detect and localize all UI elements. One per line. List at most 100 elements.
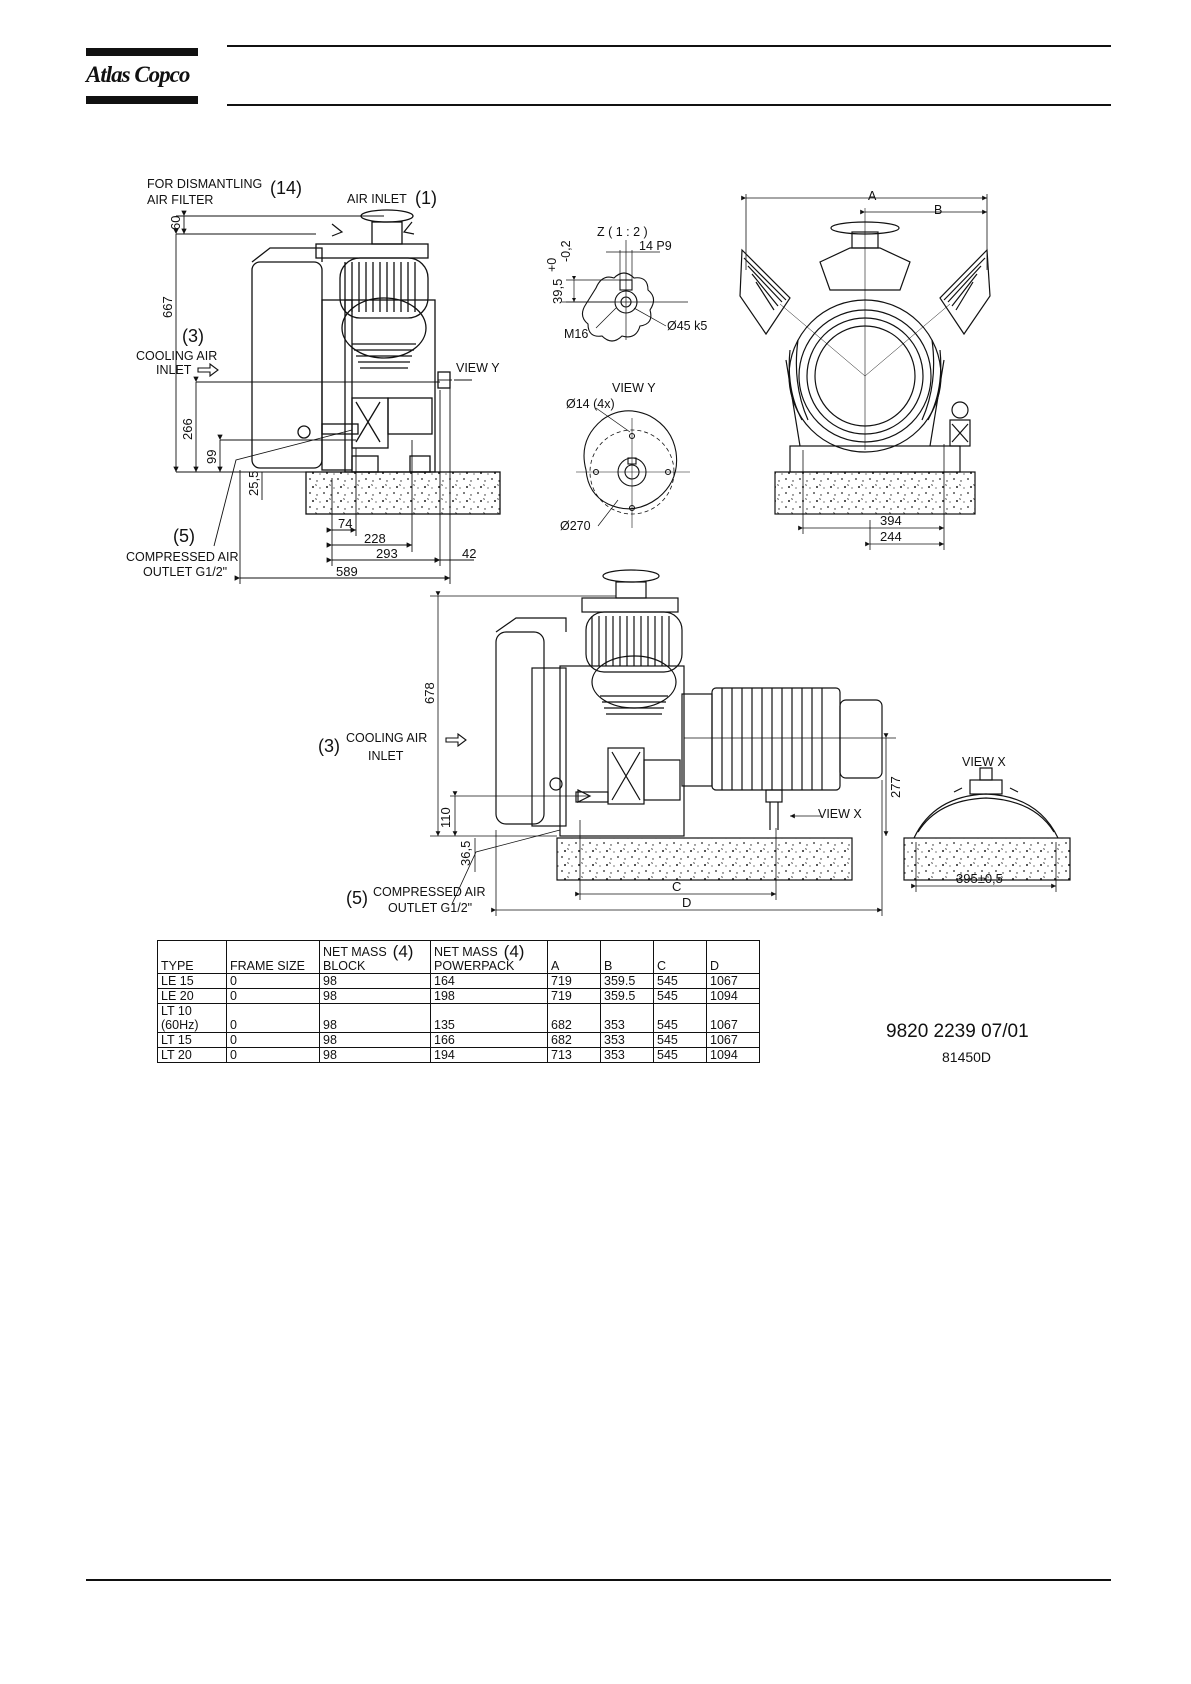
table-header-row: TYPE FRAME SIZE NET MASS(4) BLOCK NET MA…	[157, 940, 760, 974]
cell-d: 1094	[706, 988, 760, 1004]
cell-b: 359.5	[600, 973, 654, 989]
pp-outlet-ref: (5)	[346, 888, 368, 908]
dim-42: 42	[462, 546, 476, 561]
view-x-arrow-label: VIEW X	[818, 807, 862, 821]
cell-block: 98	[319, 1032, 431, 1048]
drawing-number: 81450D	[942, 1049, 992, 1065]
pp-outlet-label-1: COMPRESSED AIR	[373, 885, 486, 899]
dismantling-label-2: AIR FILTER	[147, 193, 213, 207]
outlet-ref: (5)	[173, 526, 195, 546]
side-view-fan-cover	[251, 261, 323, 469]
front-view-text: A B 394 244	[868, 189, 942, 544]
powerpack-view	[495, 569, 883, 881]
cell-b: 353	[600, 1047, 654, 1063]
cell-c: 545	[653, 988, 707, 1004]
cell-frame: 0	[226, 1032, 320, 1048]
front-view	[739, 221, 991, 515]
view-y-text: VIEW Y Ø14 (4x) Ø270	[560, 381, 656, 533]
dim-b: B	[934, 203, 942, 217]
side-view-crankcase	[344, 299, 436, 473]
side-view-text: FOR DISMANTLING AIR FILTER (14) AIR INLE…	[126, 177, 500, 579]
cooling-label-1: COOLING AIR	[136, 349, 217, 363]
table-row: LT 20 0 98 194 713 353 545 1094	[157, 1047, 760, 1063]
block-label-2: BLOCK	[323, 959, 366, 973]
pp-cooling-label-2: INLET	[368, 749, 404, 763]
cell-type-line-2: (60Hz)	[161, 1018, 199, 1032]
cell-type: LT 20	[157, 1047, 227, 1063]
dim-293: 293	[376, 546, 398, 561]
dim-394: 394	[880, 513, 902, 528]
dim-266: 266	[180, 418, 195, 440]
table-row: LT 10(60Hz) 0 98 135 682 353 545 1067	[157, 1003, 760, 1033]
view-x-foundation	[903, 837, 1071, 881]
header-rule-top	[227, 45, 1111, 47]
powerpack-dimensions	[430, 591, 896, 916]
pp-cooling-label-1: COOLING AIR	[346, 731, 427, 745]
dim-110: 110	[438, 807, 453, 828]
side-view-fan-housing	[321, 299, 353, 471]
cell-a: 682	[547, 1003, 601, 1033]
view-x-text: VIEW X 395±0,5	[956, 755, 1006, 886]
cell-powerpack: 198	[430, 988, 548, 1004]
cell-frame: 0	[226, 1003, 320, 1033]
col-net-mass-powerpack: NET MASS(4) POWERPACK	[430, 940, 548, 974]
dismantling-ref: (14)	[270, 178, 302, 198]
detail-z	[562, 240, 688, 342]
table-row: LE 20 0 98 198 719 359.5 545 1094	[157, 988, 760, 1004]
view-x-width: 395±0,5	[956, 871, 1003, 886]
block-label-1: NET MASS	[323, 945, 387, 959]
col-b: B	[600, 940, 654, 974]
col-c: C	[653, 940, 707, 974]
cell-powerpack: 166	[430, 1032, 548, 1048]
col-frame-size: FRAME SIZE	[226, 940, 320, 974]
block-ref: (4)	[392, 942, 414, 961]
key-dim: 14 P9	[639, 239, 672, 253]
cell-d: 1067	[706, 973, 760, 989]
dim-277: 277	[888, 776, 903, 798]
outlet-label-2: OUTLET G1/2"	[143, 565, 227, 579]
front-view-dimensions	[741, 194, 988, 550]
cell-d: 1067	[706, 1003, 760, 1033]
view-y-holes: Ø14 (4x)	[566, 397, 615, 411]
dim-678: 678	[422, 682, 437, 704]
dim-244: 244	[880, 529, 902, 544]
cell-powerpack: 135	[430, 1003, 548, 1033]
cell-powerpack: 164	[430, 973, 548, 989]
cell-type: LE 20	[157, 988, 227, 1004]
view-x-title: VIEW X	[962, 755, 1006, 769]
cell-d: 1067	[706, 1032, 760, 1048]
logo-text: Atlas Copco	[86, 62, 190, 87]
dim-25-5: 25,5	[246, 471, 261, 496]
powerpack-text: 678 (3) COOLING AIR INLET VIEW X 277 110…	[318, 682, 903, 915]
dim-c: C	[672, 879, 681, 894]
detail-z-text: Z ( 1 : 2 ) 14 P9 39,5 +0 -0,2 M16 Ø45 k…	[545, 225, 707, 341]
pp-label-1: NET MASS	[434, 945, 498, 959]
cell-type: LT 15	[157, 1032, 227, 1048]
view-y-pcd: Ø270	[560, 519, 591, 533]
side-view	[251, 209, 501, 515]
cell-b: 353	[600, 1003, 654, 1033]
table-row: LE 15 0 98 164 719 359.5 545 1067	[157, 973, 760, 989]
view-y	[576, 407, 690, 528]
table-row: LT 15 0 98 166 682 353 545 1067	[157, 1032, 760, 1048]
cell-b: 353	[600, 1032, 654, 1048]
cell-powerpack: 194	[430, 1047, 548, 1063]
col-d: D	[706, 940, 760, 974]
cell-frame: 0	[226, 988, 320, 1004]
col-net-mass-block: NET MASS (4) BLOCK	[319, 940, 431, 974]
footer-rule	[86, 1579, 1111, 1581]
tol-lower: -0,2	[559, 240, 573, 262]
side-view-dimensions	[173, 210, 474, 584]
cell-block: 98	[319, 1047, 431, 1063]
spec-table: TYPE FRAME SIZE NET MASS(4) BLOCK NET MA…	[157, 940, 760, 1063]
tol-upper: +0	[545, 258, 559, 272]
col-a: A	[547, 940, 601, 974]
cell-block: 98	[319, 973, 431, 989]
cell-a: 719	[547, 973, 601, 989]
cell-frame: 0	[226, 1047, 320, 1063]
shaft-dia: Ø45 k5	[667, 319, 707, 333]
air-inlet-label: AIR INLET	[347, 192, 407, 206]
cell-type-line-1: LT 10	[161, 1004, 192, 1018]
document-number: 9820 2239 07/01	[886, 1021, 1029, 1042]
pp-outlet-label-2: OUTLET G1/2"	[388, 901, 472, 915]
